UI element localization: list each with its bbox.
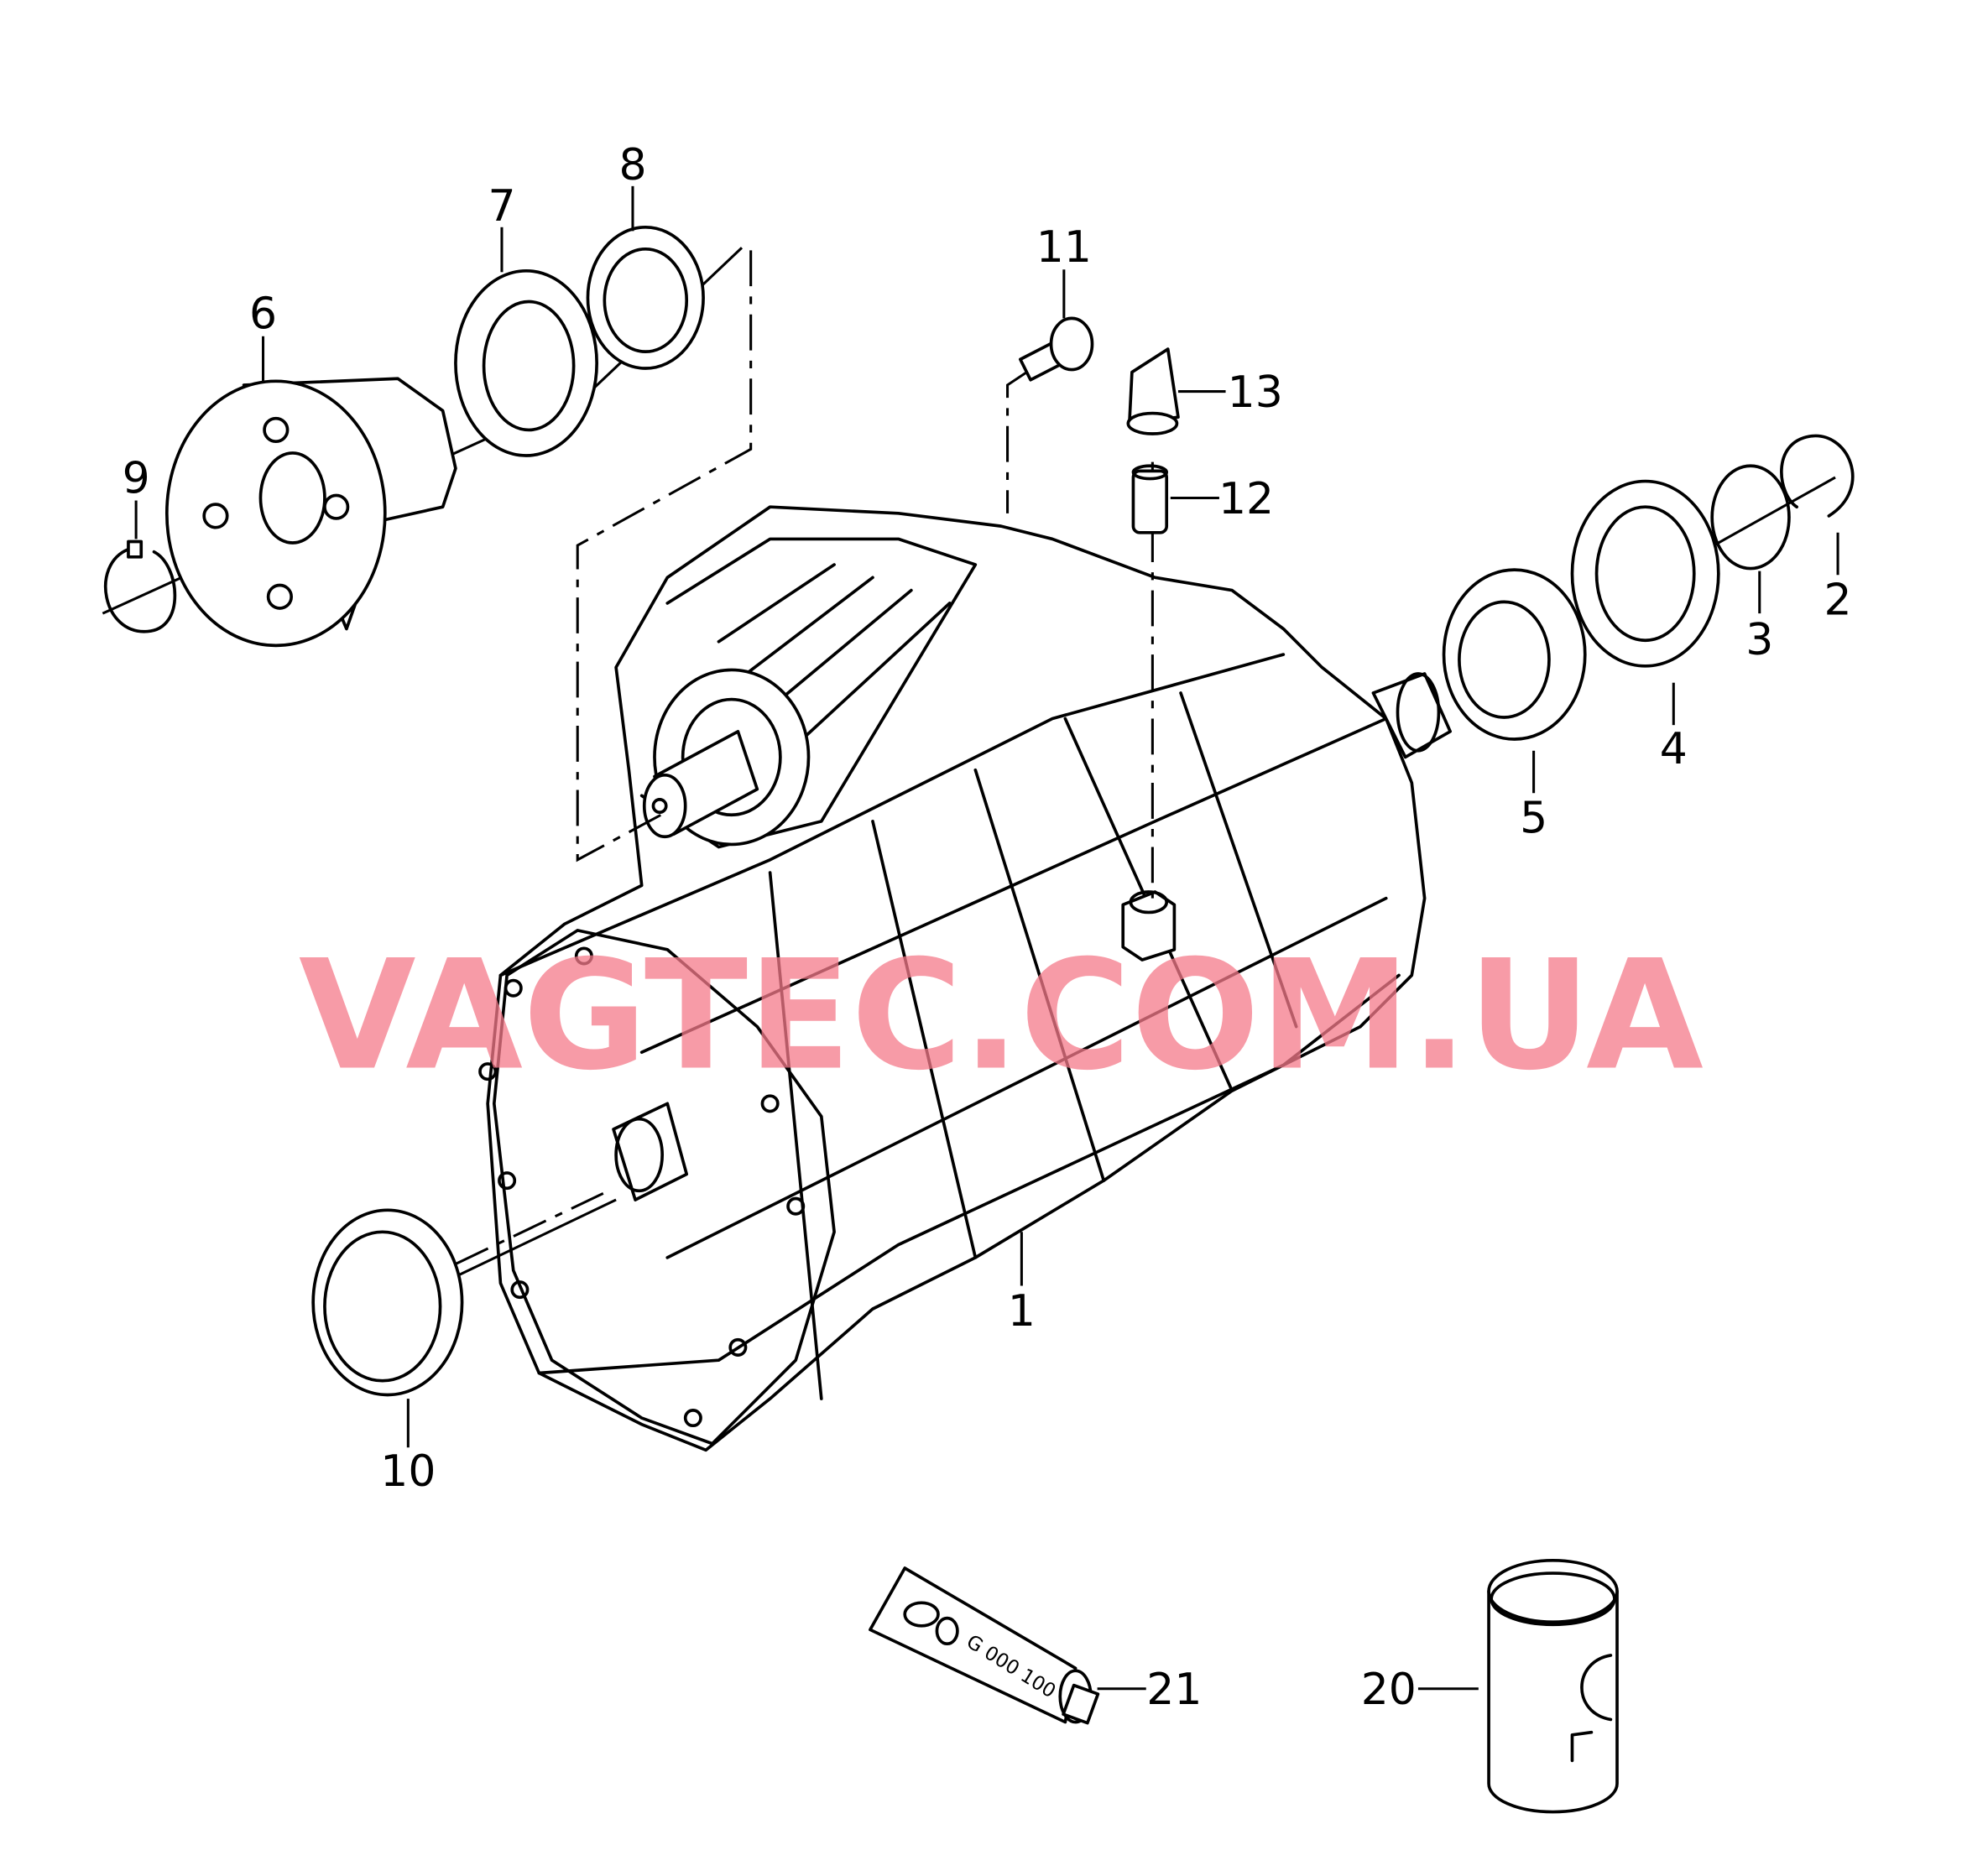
callout-6: 6 — [249, 289, 277, 340]
part-20-oil-can[interactable] — [1487, 1558, 1619, 1814]
callout-3: 3 — [1745, 615, 1773, 665]
part-12-breather-pipe[interactable] — [1131, 464, 1169, 534]
callout-13: 13 — [1228, 367, 1283, 418]
callout-10: 10 — [380, 1446, 436, 1497]
part-8-oil-seal[interactable] — [586, 225, 705, 370]
assembly-line-input — [455, 1192, 604, 1265]
callout-20: 20 — [1361, 1665, 1417, 1715]
callout-12: 12 — [1218, 474, 1274, 524]
callout-11: 11 — [1036, 222, 1092, 273]
part-21-sealant-tube[interactable]: G 000 100 — [869, 1566, 1100, 1725]
part-7-shim[interactable] — [454, 268, 598, 457]
callout-2: 2 — [1824, 576, 1852, 626]
part-9-circlip[interactable] — [104, 539, 177, 633]
part-6-flange[interactable] — [164, 377, 457, 648]
part-2-circlip[interactable] — [1780, 434, 1855, 518]
part-11-bolt[interactable] — [1019, 316, 1094, 382]
callout-4: 4 — [1660, 724, 1688, 774]
part-10-oil-seal[interactable] — [311, 1208, 464, 1397]
part-5-oil-seal[interactable] — [1442, 568, 1587, 741]
part-4-oil-seal[interactable] — [1570, 479, 1720, 668]
callout-21: 21 — [1146, 1665, 1202, 1715]
watermark: VAGTEC.COM.UA — [299, 927, 1704, 1104]
part-1-transfer-case-housing[interactable] — [478, 505, 1453, 1452]
callout-9: 9 — [123, 453, 150, 503]
callout-8: 8 — [618, 140, 646, 190]
assembly-line-front-output — [576, 250, 753, 863]
leader-lines — [134, 185, 1839, 1691]
assembly-line-bolt — [1006, 371, 1028, 513]
part-13-breather-cap[interactable] — [1126, 347, 1180, 435]
callout-1: 1 — [1008, 1286, 1036, 1337]
callout-5: 5 — [1520, 794, 1547, 844]
callout-7: 7 — [488, 181, 515, 232]
part-3-o-ring[interactable] — [1710, 464, 1791, 571]
